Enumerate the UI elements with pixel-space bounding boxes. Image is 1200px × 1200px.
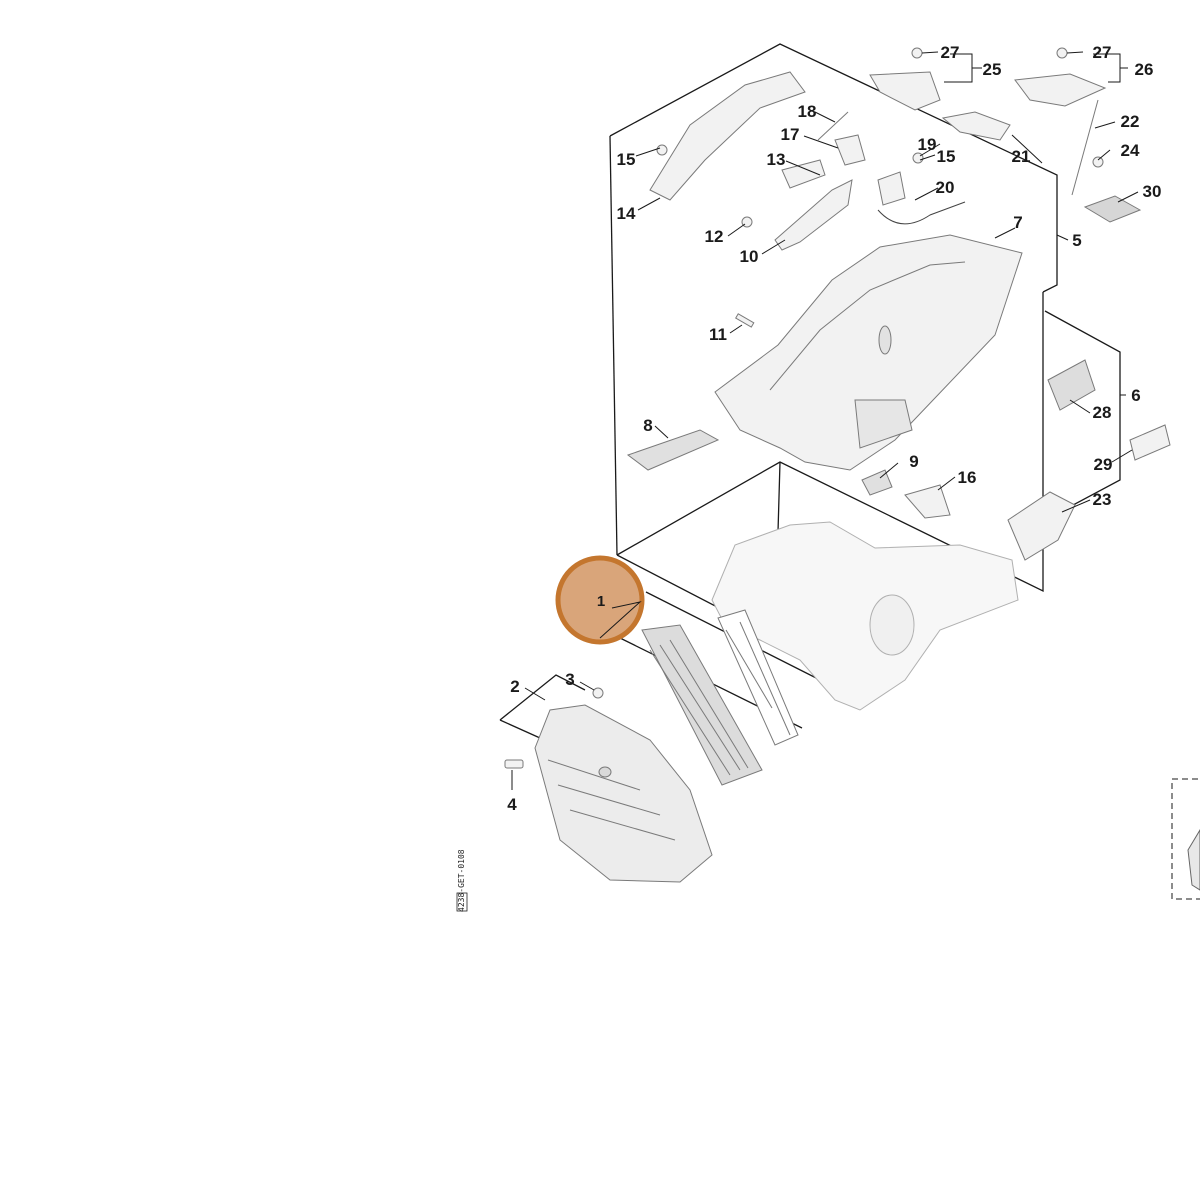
rod-22 [1071, 99, 1099, 196]
callout-19: 19 [918, 135, 937, 154]
callout-22: 22 [1121, 112, 1140, 131]
callout-10: 10 [740, 247, 759, 266]
handle-cover [649, 71, 806, 201]
screw-27a [911, 47, 923, 59]
callout-4: 4 [507, 795, 517, 814]
leader-lines [511, 51, 1139, 790]
filter-frame [717, 609, 799, 746]
screw-15b [912, 152, 924, 164]
screw-15a [656, 144, 668, 156]
callout-15b: 15 [937, 147, 956, 166]
callout-27a: 27 [941, 43, 960, 62]
callout-28: 28 [1093, 403, 1112, 422]
callout-15a: 15 [617, 150, 636, 169]
callout-6: 6 [1131, 386, 1140, 405]
callout-14: 14 [617, 204, 636, 223]
callout-21: 21 [1012, 147, 1031, 166]
callout-24: 24 [1121, 141, 1140, 160]
parts [504, 47, 1171, 883]
housing-shell [714, 234, 1023, 471]
callout-numbers: 1 2 3 4 5 6 7 8 9 10 11 12 13 14 15 15 1… [507, 43, 1161, 814]
screw-4 [504, 759, 524, 769]
callout-7: 7 [1013, 213, 1022, 232]
throttle-lever [774, 179, 853, 251]
callout-27b: 27 [1093, 43, 1112, 62]
cover-25 [869, 71, 941, 111]
grille-30 [1083, 195, 1142, 223]
callout-12: 12 [705, 227, 724, 246]
callout-13: 13 [767, 150, 786, 169]
label-8 [626, 429, 720, 471]
detail-inset-box [1171, 778, 1200, 900]
callout-23: 23 [1093, 490, 1112, 509]
callout-26: 26 [1135, 60, 1154, 79]
callout-11: 11 [709, 325, 727, 344]
part-17 [834, 134, 866, 166]
callout-17: 17 [781, 125, 800, 144]
callout-29: 29 [1094, 455, 1113, 474]
highlight-part-1[interactable] [555, 555, 645, 645]
screen-28 [1047, 359, 1096, 411]
callout-25: 25 [983, 60, 1002, 79]
badge-29 [1129, 424, 1171, 461]
callout-18: 18 [798, 102, 817, 121]
reference-code: 4238-GET-0108 [456, 849, 468, 912]
part-21 [941, 111, 1011, 141]
label-9 [861, 469, 893, 496]
screw-3 [592, 687, 604, 699]
screw-24 [1092, 156, 1104, 168]
reference-code-text: 4238-GET-0108 [457, 849, 466, 912]
engine-block [711, 521, 1019, 711]
part-16 [904, 484, 951, 519]
air-filter [641, 624, 763, 786]
pin-11 [735, 313, 755, 328]
rod-18 [817, 111, 849, 141]
callout-2: 2 [510, 677, 519, 696]
switch-19 [877, 171, 906, 206]
cable-20 [877, 201, 966, 225]
screw-27b [1056, 47, 1068, 59]
callout-8: 8 [643, 416, 652, 435]
callout-5: 5 [1072, 231, 1081, 250]
cover-26 [1014, 73, 1107, 107]
filter-cover [534, 704, 713, 883]
callout-16: 16 [958, 468, 977, 487]
callout-9: 9 [909, 452, 918, 471]
callout-1: 1 [597, 593, 605, 610]
part-23 [1007, 491, 1076, 561]
callout-30: 30 [1143, 182, 1162, 201]
callout-3: 3 [565, 670, 574, 689]
callout-20: 20 [936, 178, 955, 197]
